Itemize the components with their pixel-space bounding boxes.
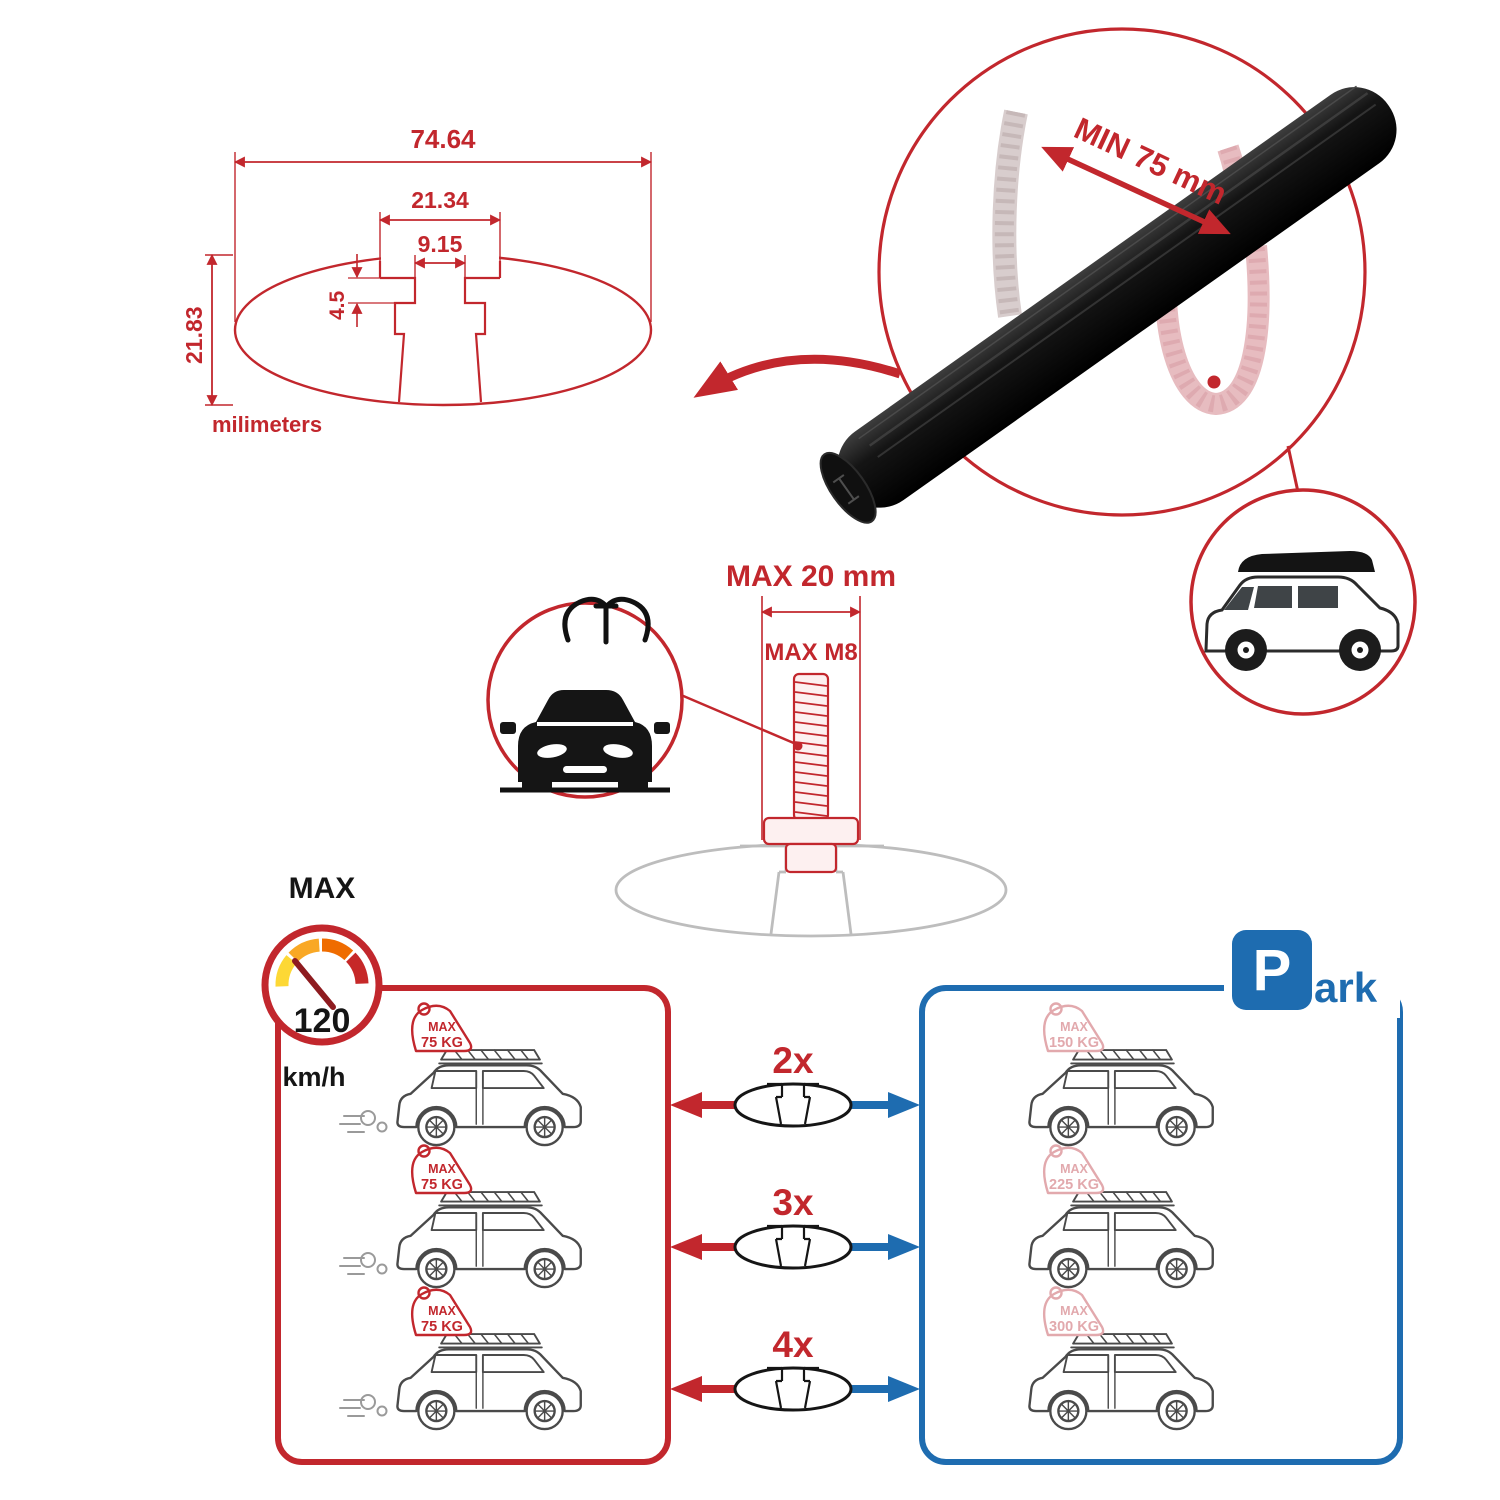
parking-sign-square [1232,930,1312,1010]
profile-dimension-drawing: 74.64 21.34 9.15 4.5 21.83 mi [181,124,653,437]
right-arrow-icon [888,1092,920,1118]
dim-label-channel-width: 21.34 [411,187,469,213]
multiplier-label: 2x [772,1040,814,1081]
speed-unit: km/h [282,1062,345,1092]
multiplier-label: 4x [772,1324,814,1365]
parking-sign: P ark [1224,922,1400,1018]
gauge-needle [292,958,336,1010]
thread-label: MAX M8 [764,639,857,666]
suv-roofbox-icon [1204,551,1400,671]
load-tag-value: 150 KG [1049,1035,1099,1051]
dim-channel-width [378,212,502,278]
load-tag-max: MAX [1060,1162,1088,1176]
inset-connector-line [1286,445,1300,493]
load-tag-value: 75 KG [421,1035,463,1051]
speed-value: 120 [294,1002,351,1040]
crossbar-profile-icon [733,1082,853,1128]
right-arrow-icon [888,1234,920,1260]
crossbar-3d-icon [819,85,1397,524]
roofbox-suv-inset [1189,488,1417,716]
dim-label-total-height: 21.83 [181,306,207,364]
speed-max-label: MAX [289,872,356,905]
bolt-dim-lines [760,596,862,840]
parking-sign-p: P [1253,938,1292,1003]
load-tag-max: MAX [428,1020,456,1034]
dim-step-depth [348,254,413,327]
dim-label-slot-width: 9.15 [418,231,463,257]
dim-label-total-width: 74.64 [410,124,476,154]
driving-load-panel: MAX 75 KG MAX 75 KG MAX 75 KG [275,985,671,1465]
parked-load-panel: MAX 150 KG MAX 225 KG MAX 300 KG [919,985,1403,1465]
bolt-icon [762,672,860,874]
left-arrow-icon [670,1234,702,1260]
load-tag-value: 75 KG [421,1177,463,1193]
bolt-connector-line [673,690,797,746]
dim-total-height [205,253,233,407]
gauge-arcs [275,938,369,987]
crossbar-detail-inset: MIN 75 mm [819,27,1397,524]
bolt-connector-dot [793,741,803,751]
bicycle-icon [562,596,651,645]
left-arrow-icon [670,1092,702,1118]
speed-limit-gauge: MAX 120 km/h [261,872,383,1092]
min-length-arrow [1041,146,1231,235]
t-slot-profile [378,261,502,403]
load-tag-value: 300 KG [1049,1319,1099,1335]
parking-sign-ark: ark [1314,964,1378,1011]
load-tag-value: 225 KG [1049,1177,1099,1193]
right-arrow-icon [888,1376,920,1402]
clamp-dot [1207,375,1221,389]
car-front-icon [500,690,670,793]
multiplier-label: 3x [772,1182,814,1223]
load-tag-max: MAX [1060,1304,1088,1318]
load-tag-value: 75 KG [421,1319,463,1335]
comparison-rows: 2x 3x 4x [670,1040,920,1412]
dim-slot-width [413,255,467,278]
detail-pointer-arrow [693,354,902,398]
crossbar-profile-icon [733,1366,853,1412]
unit-label: milimeters [212,412,322,437]
load-tag-max: MAX [428,1162,456,1176]
dim-label-step-depth: 4.5 [326,290,349,320]
bolt-dimension-diagram: MAX 20 mm MAX M8 [614,560,1008,938]
dim-total-width [233,152,653,322]
load-tag-max: MAX [428,1304,456,1318]
load-tag-max: MAX [1060,1020,1088,1034]
max-width-label: MAX 20 mm [726,560,896,593]
crossbar-profile-icon [733,1224,853,1270]
bike-car-inset [486,596,684,799]
left-arrow-icon [670,1376,702,1402]
